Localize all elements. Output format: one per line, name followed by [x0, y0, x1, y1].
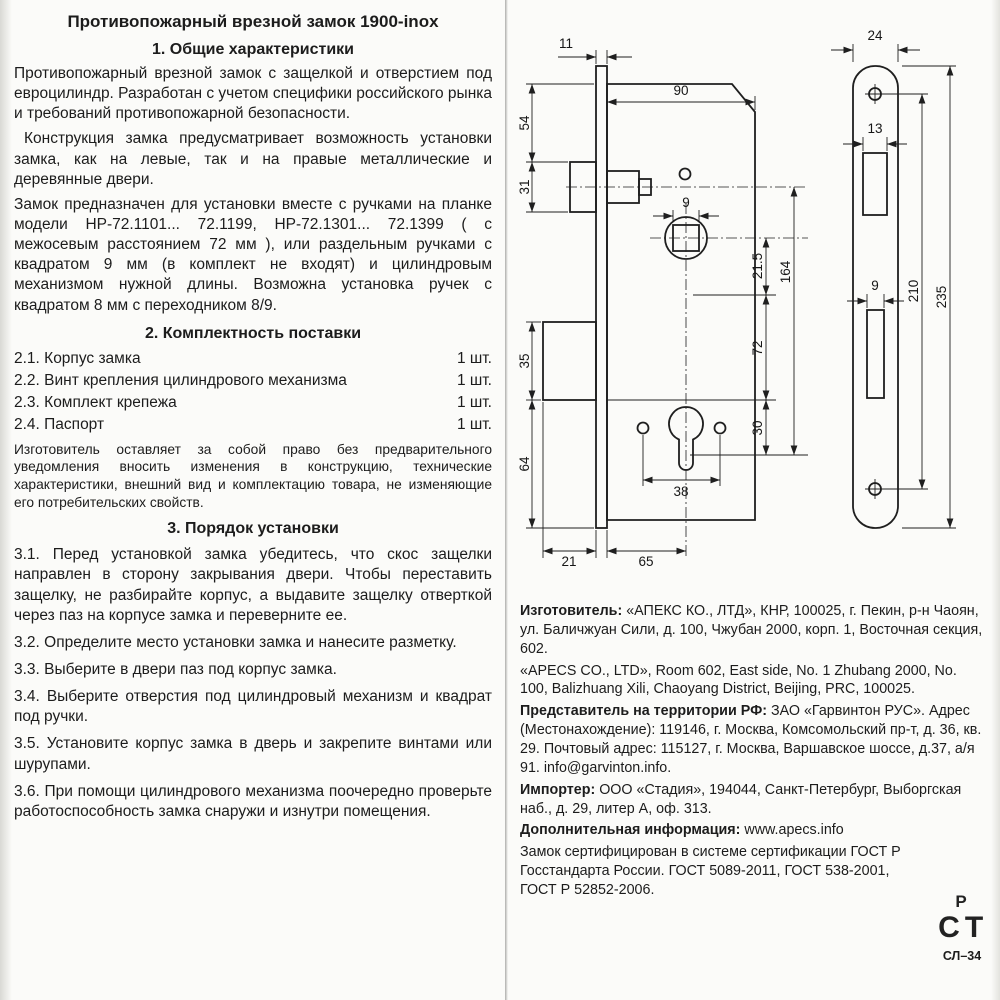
kit-item-label: 2.3. Комплект крепежа: [14, 393, 177, 411]
cert-code: СЛ–34: [942, 949, 982, 963]
kit-item-2: 2.2. Винт крепления цилиндрового механиз…: [14, 370, 492, 392]
kit-item-label: 2.4. Паспорт: [14, 415, 105, 433]
kit-item-label: 2.2. Винт крепления цилиндрового механиз…: [14, 371, 347, 389]
dim-21-5: 21.5: [750, 253, 765, 279]
dim-90: 90: [673, 83, 688, 98]
rst-logo-icon: Р С Т: [938, 892, 983, 944]
step-3-6: 3.6. При помощи цилиндрового механизма п…: [14, 782, 492, 820]
kit-item-4: 2.4. Паспорт 1 шт.: [14, 414, 492, 436]
dim-65: 65: [638, 554, 653, 569]
faceplate-dimensions: 24 13 9 210 235: [831, 28, 956, 529]
faceplate-figure: [852, 65, 899, 529]
manufacturer-line: Изготовитель: «АПЕКС КО., ЛТД», КНР, 100…: [520, 602, 986, 659]
rostest-certification-mark: Р С Т СЛ–34: [933, 890, 991, 963]
step-3-1: 3.1. Перед установкой замка убедитесь, ч…: [14, 546, 492, 624]
dim-164: 164: [778, 260, 793, 283]
kit-item-qty: 1 шт.: [456, 393, 492, 411]
instructions-column: Противопожарный врезной замок 1900-inox …: [14, 8, 492, 829]
section1-heading: 1. Общие характеристики: [151, 41, 355, 58]
dim-54: 54: [518, 115, 532, 131]
certification-text: Замок сертифицирован в системе сертифика…: [520, 844, 901, 899]
kit-item-qty: 1 шт.: [456, 415, 492, 433]
extra-info-line: Дополнительная информация: www.apecs.inf…: [520, 821, 986, 840]
kit-item-qty: 1 шт.: [456, 371, 492, 389]
dim-31: 31: [518, 179, 532, 194]
dim-38: 38: [673, 484, 688, 499]
extra-info-text: www.apecs.info: [740, 822, 844, 839]
dim-11: 11: [559, 36, 573, 51]
dim-30: 30: [750, 420, 765, 435]
dim-35: 35: [518, 353, 532, 368]
dim-235: 235: [934, 286, 949, 309]
section2-heading: 2. Комплектность поставки: [144, 324, 362, 342]
representative-label: Представитель на территории РФ:: [520, 703, 768, 720]
step-3-5: 3.5. Установите корпус замка в дверь и з…: [14, 735, 492, 773]
section1-paragraph-2: Конструкция замка предусматривает возмож…: [14, 130, 492, 188]
extra-info-label: Дополнительная информация:: [520, 822, 741, 839]
manufacturer-label: Изготовитель:: [520, 603, 623, 619]
step-3-2: 3.2. Определите место установки замка и …: [14, 633, 457, 651]
lock-body-dimensions: 11 90 54 31 35 64 9 21.5 72 30 164 38 21…: [518, 36, 808, 569]
representative-line: Представитель на территории РФ: ЗАО «Гар…: [520, 702, 986, 777]
rst-letter-t: Т: [965, 911, 983, 944]
dim-9-faceplate: 9: [871, 278, 879, 293]
section3-heading: 3. Порядок установки: [167, 520, 339, 538]
kit-item-label: 2.1. Корпус замка: [14, 349, 141, 367]
lock-body-figure: [542, 65, 808, 558]
representative-text: ЗАО «Гарвинтон РУС». Адрес (Местонахожде…: [520, 703, 982, 776]
dim-24: 24: [867, 28, 883, 43]
importer-text: ООО «Стадия», 194044, Санкт-Петербург, В…: [520, 781, 962, 817]
importer-label: Импортер:: [520, 781, 596, 798]
manufacturer-text: «АПЕКС КО., ЛТД», КНР, 100025, г. Пекин,…: [520, 603, 983, 657]
step-3-3: 3.3. Выберите в двери паз под корпус зам…: [14, 661, 337, 679]
document-title: Противопожарный врезной замок 1900-inox: [67, 12, 439, 31]
section1-paragraph-3: Замок предназначен для установки вместе …: [14, 195, 492, 314]
dim-64: 64: [518, 456, 532, 472]
dim-72: 72: [750, 340, 765, 355]
importer-line: Импортер: ООО «Стадия», 194044, Санкт-Пе…: [520, 781, 986, 819]
dim-13: 13: [867, 121, 882, 136]
section1-paragraph-1: Противопожарный врезной замок с защелкой…: [14, 65, 492, 123]
technical-drawing: 11 90 54 31 35 64 9 21.5 72 30 164 38 21…: [518, 28, 956, 569]
manufacturer-line-en: «APECS CO., LTD», Room 602, East side, N…: [520, 662, 957, 698]
rst-letter-p: Р: [955, 892, 966, 911]
company-info: Изготовитель: «АПЕКС КО., ЛТД», КНР, 100…: [520, 602, 986, 903]
kit-item-qty: 1 шт.: [456, 349, 492, 367]
kit-item-1: 2.1. Корпус замка 1 шт.: [14, 348, 492, 370]
rst-letter-c: С: [938, 911, 960, 944]
dim-9: 9: [682, 195, 690, 210]
dim-210: 210: [906, 280, 921, 303]
manufacturer-disclaimer: Изготовитель оставляет за собой право бе…: [14, 441, 492, 510]
step-3-4: 3.4. Выберите отверстия под цилиндровый …: [14, 688, 492, 726]
page-fold-line: [505, 0, 508, 1000]
kit-item-3: 2.3. Комплект крепежа 1 шт.: [14, 392, 492, 414]
dim-21: 21: [561, 554, 576, 569]
